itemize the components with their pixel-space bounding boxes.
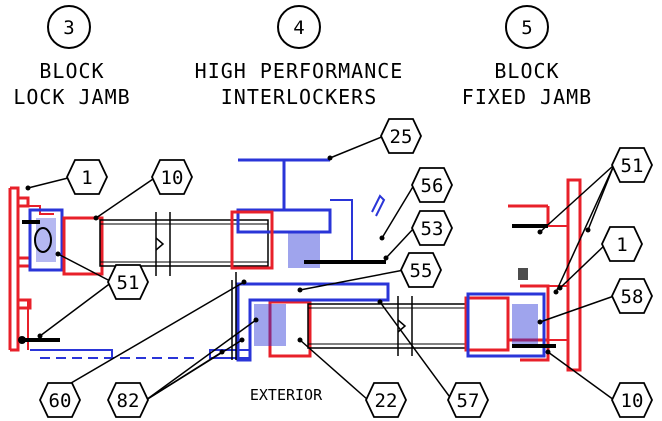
interlock-glass-stop-bottom xyxy=(268,300,312,358)
callout-tag: 58 xyxy=(611,278,653,314)
callout-tag: 55 xyxy=(400,252,442,288)
callout-number: 56 xyxy=(421,175,444,197)
header-interlockers: 4 HIGH PERFORMANCE INTERLOCKERS xyxy=(195,5,404,109)
fixed-weatherstrip xyxy=(512,304,538,348)
header-lock-jamb: 3 BLOCK LOCK JAMB xyxy=(13,5,130,109)
callout-hexagon xyxy=(66,159,108,195)
header-fixed-jamb: 5 BLOCK FIXED JAMB xyxy=(462,5,592,109)
glass-stop xyxy=(62,216,104,276)
callout-number: 1 xyxy=(81,167,92,189)
header-line-2: INTERLOCKERS xyxy=(221,85,378,109)
header-line-2: LOCK JAMB xyxy=(13,85,130,109)
callout-number: 51 xyxy=(621,155,644,177)
callout-hexagon xyxy=(611,147,653,183)
header-line-1: BLOCK xyxy=(39,59,104,83)
interlock-bottom-profile xyxy=(236,282,390,362)
callout-hexagon xyxy=(447,382,489,418)
callout-tag: 25 xyxy=(380,118,422,154)
fixed-jamb-section xyxy=(464,178,582,372)
callout-hexagon xyxy=(365,382,407,418)
interlocker-section xyxy=(209,158,469,362)
callout-tag: 1 xyxy=(601,226,643,262)
exterior-label: EXTERIOR xyxy=(250,386,323,404)
callout-number: 51 xyxy=(117,272,140,294)
callout-hexagon xyxy=(611,382,653,418)
header-number-circle xyxy=(47,5,91,49)
interlock-weatherstrip xyxy=(254,304,286,346)
callout-number: 10 xyxy=(161,167,184,189)
callout-hexagon xyxy=(601,226,643,262)
callout-tag: 10 xyxy=(151,159,193,195)
fixed-glass-stop xyxy=(464,296,510,352)
callout-tag: 82 xyxy=(107,382,149,418)
callout-tag: 10 xyxy=(611,382,653,418)
callout-hexagon xyxy=(39,382,81,418)
header-number: 4 xyxy=(293,17,304,39)
callout-tags: 1 10 25 56 53 55 51 60 82 22 57 51 1 58 10 xyxy=(39,118,653,418)
leader-arrowheads xyxy=(25,155,591,355)
callout-hexagon xyxy=(107,264,149,300)
callout-number: 60 xyxy=(49,390,72,412)
callout-hexagon xyxy=(107,382,149,418)
callout-hexagon xyxy=(611,278,653,314)
lock-jamb-section xyxy=(8,186,269,359)
callout-tag: 1 xyxy=(66,159,108,195)
fixed-anchor xyxy=(518,268,528,280)
lock-sash-profile xyxy=(28,208,64,272)
callout-tag: 51 xyxy=(107,264,149,300)
callout-number: 57 xyxy=(457,390,480,412)
callout-hexagon xyxy=(411,167,453,203)
header-number-circle xyxy=(505,5,549,49)
header-line-1: BLOCK xyxy=(494,59,559,83)
callout-tag: 51 xyxy=(611,147,653,183)
callout-tag: 53 xyxy=(411,210,453,246)
header-line-1: HIGH PERFORMANCE xyxy=(195,59,404,83)
callout-tag: 56 xyxy=(411,167,453,203)
callout-number: 22 xyxy=(375,390,398,412)
fixed-jamb-frame xyxy=(566,178,582,372)
interlock-clip xyxy=(371,194,386,217)
callout-tag: 22 xyxy=(365,382,407,418)
header-number: 5 xyxy=(521,17,532,39)
header-number: 3 xyxy=(63,17,74,39)
header-line-2: FIXED JAMB xyxy=(462,85,592,109)
callout-number: 53 xyxy=(421,218,444,240)
interlock-glass-stop-top xyxy=(230,210,274,270)
callout-hexagon xyxy=(380,118,422,154)
callout-number: 25 xyxy=(390,126,413,148)
callout-number: 55 xyxy=(410,260,433,282)
interlock-frame-line xyxy=(231,272,237,360)
callout-tag: 60 xyxy=(39,382,81,418)
callout-tag: 57 xyxy=(447,382,489,418)
break-symbol xyxy=(155,237,165,251)
screw-head xyxy=(18,336,26,344)
callout-number: 10 xyxy=(621,390,644,412)
lock-sash-fill xyxy=(36,218,56,262)
fixed-frame-profile xyxy=(508,204,550,362)
callout-hexagon xyxy=(411,210,453,246)
sill-profile xyxy=(30,349,113,358)
callout-hexagon xyxy=(400,252,442,288)
glass-panel xyxy=(307,303,469,349)
header-number-circle xyxy=(277,5,321,49)
interlock-top-profile xyxy=(236,158,332,234)
callout-number: 58 xyxy=(621,286,644,308)
leader-lines xyxy=(27,135,615,401)
callout-number: 82 xyxy=(117,390,140,412)
fixed-sash-profile xyxy=(466,292,546,358)
lock-handle xyxy=(34,227,52,253)
callout-number: 1 xyxy=(616,234,627,256)
interlock-cap xyxy=(330,199,353,263)
callout-hexagon xyxy=(151,159,193,195)
glass-panel xyxy=(99,219,269,267)
